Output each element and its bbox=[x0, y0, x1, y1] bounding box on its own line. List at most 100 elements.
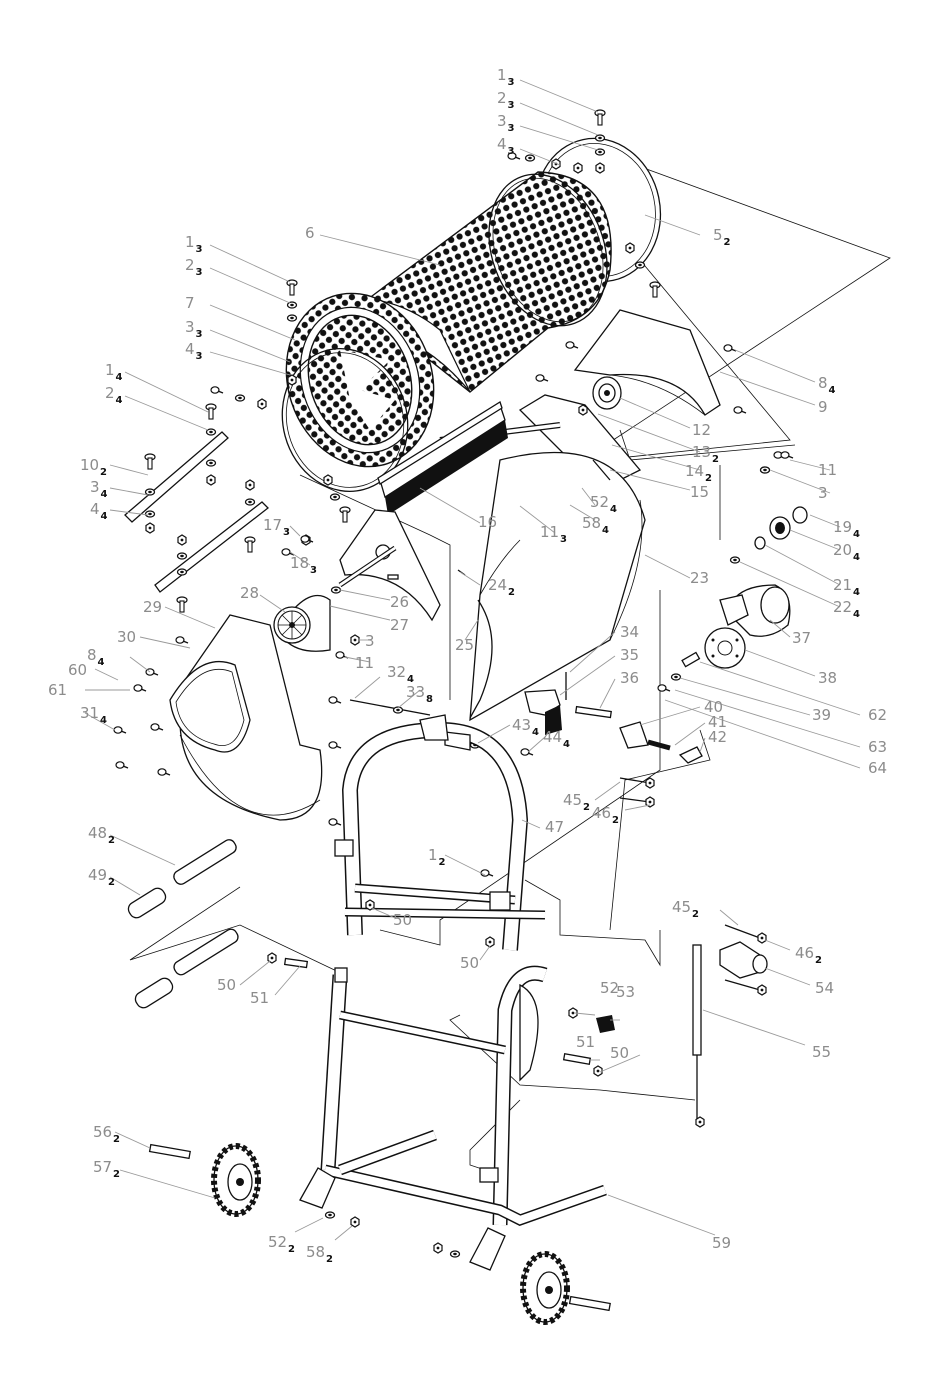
lower-stand-frame bbox=[267, 952, 615, 1271]
part-quantity: 2 bbox=[108, 877, 115, 888]
part-number: 35 bbox=[620, 646, 639, 664]
callout-p7: 7 bbox=[185, 294, 195, 312]
part-quantity: 4 bbox=[853, 552, 860, 563]
part-number: 58 bbox=[306, 1243, 325, 1261]
part-number: 3 bbox=[365, 632, 375, 650]
callout-p52-right: 52 bbox=[600, 979, 619, 997]
part-quantity: 3 bbox=[310, 565, 317, 576]
part-number: 50 bbox=[610, 1044, 629, 1062]
callout-p25: 25 bbox=[455, 636, 474, 654]
callout-p53: 53 bbox=[616, 983, 635, 1001]
part-number: 2 bbox=[497, 89, 507, 107]
part-number: 40 bbox=[704, 698, 723, 716]
part-number: 32 bbox=[387, 663, 406, 681]
part-number: 39 bbox=[812, 706, 831, 724]
part-number: 46 bbox=[795, 944, 814, 962]
part-number: 16 bbox=[478, 513, 497, 531]
callout-p55: 55 bbox=[812, 1043, 831, 1061]
part-number: 2 bbox=[105, 384, 115, 402]
callout-p3-right: 3 bbox=[818, 484, 828, 502]
callout-p50-d: 50 bbox=[610, 1044, 629, 1062]
part-quantity: 4 bbox=[563, 739, 570, 750]
part-quantity: 8 bbox=[426, 694, 433, 705]
part-quantity: 2 bbox=[583, 802, 590, 813]
part-number: 12 bbox=[692, 421, 711, 439]
callout-p37: 37 bbox=[792, 629, 811, 647]
part-number: 38 bbox=[818, 669, 837, 687]
part-quantity: 2 bbox=[100, 467, 107, 478]
part-number: 1 bbox=[497, 66, 507, 84]
part-number: 43 bbox=[512, 716, 531, 734]
part-number: 57 bbox=[93, 1158, 112, 1176]
part-number: 8 bbox=[818, 374, 828, 392]
callout-p34: 34 bbox=[620, 623, 639, 641]
part-number: 52 bbox=[600, 979, 619, 997]
part-number: 21 bbox=[833, 576, 852, 594]
part-quantity: 2 bbox=[724, 237, 731, 248]
part-number: 10 bbox=[80, 456, 99, 474]
part-quantity: 4 bbox=[98, 657, 105, 668]
gas-spring bbox=[692, 924, 768, 1128]
wheels bbox=[148, 1143, 611, 1325]
part-number: 29 bbox=[143, 598, 162, 616]
part-number: 52 bbox=[590, 493, 609, 511]
perforated-drum bbox=[285, 171, 612, 468]
callout-p27: 27 bbox=[390, 616, 409, 634]
part-quantity: 4 bbox=[532, 727, 539, 738]
part-number: 26 bbox=[390, 593, 409, 611]
part-quantity: 3 bbox=[508, 77, 515, 88]
callout-p51-a: 51 bbox=[250, 989, 269, 1007]
part-number: 31 bbox=[80, 704, 99, 722]
callout-p47: 47 bbox=[545, 818, 564, 836]
left-housing bbox=[113, 614, 342, 821]
callout-p30: 30 bbox=[117, 628, 136, 646]
part-number: 6 bbox=[305, 224, 315, 242]
part-number: 13 bbox=[692, 443, 711, 461]
part-number: 50 bbox=[393, 911, 412, 929]
part-number: 11 bbox=[818, 461, 837, 479]
part-quantity: 3 bbox=[508, 123, 515, 134]
callout-p23: 23 bbox=[690, 569, 709, 587]
callout-p42: 42 bbox=[708, 728, 727, 746]
hopper-chute bbox=[469, 451, 646, 722]
callout-p39: 39 bbox=[812, 706, 831, 724]
part-quantity: 2 bbox=[288, 1244, 295, 1255]
part-quantity: 4 bbox=[116, 395, 123, 406]
part-quantity: 2 bbox=[439, 857, 446, 868]
feed-wheel bbox=[273, 594, 360, 659]
callout-p54: 54 bbox=[815, 979, 834, 997]
part-number: 27 bbox=[390, 616, 409, 634]
part-number: 51 bbox=[250, 989, 269, 1007]
handle-grips bbox=[127, 839, 239, 1009]
part-number: 30 bbox=[117, 628, 136, 646]
part-number: 33 bbox=[406, 683, 425, 701]
callout-p6: 6 bbox=[305, 224, 315, 242]
latch-parts bbox=[349, 672, 703, 808]
part-number: 7 bbox=[185, 294, 195, 312]
part-number: 55 bbox=[812, 1043, 831, 1061]
part-quantity: 3 bbox=[508, 146, 515, 157]
part-number: 8 bbox=[87, 646, 97, 664]
callout-p12: 12 bbox=[692, 421, 711, 439]
part-quantity: 2 bbox=[326, 1254, 333, 1265]
part-number: 56 bbox=[93, 1123, 112, 1141]
part-quantity: 3 bbox=[196, 267, 203, 278]
part-number: 25 bbox=[455, 636, 474, 654]
part-number: 11 bbox=[355, 654, 374, 672]
